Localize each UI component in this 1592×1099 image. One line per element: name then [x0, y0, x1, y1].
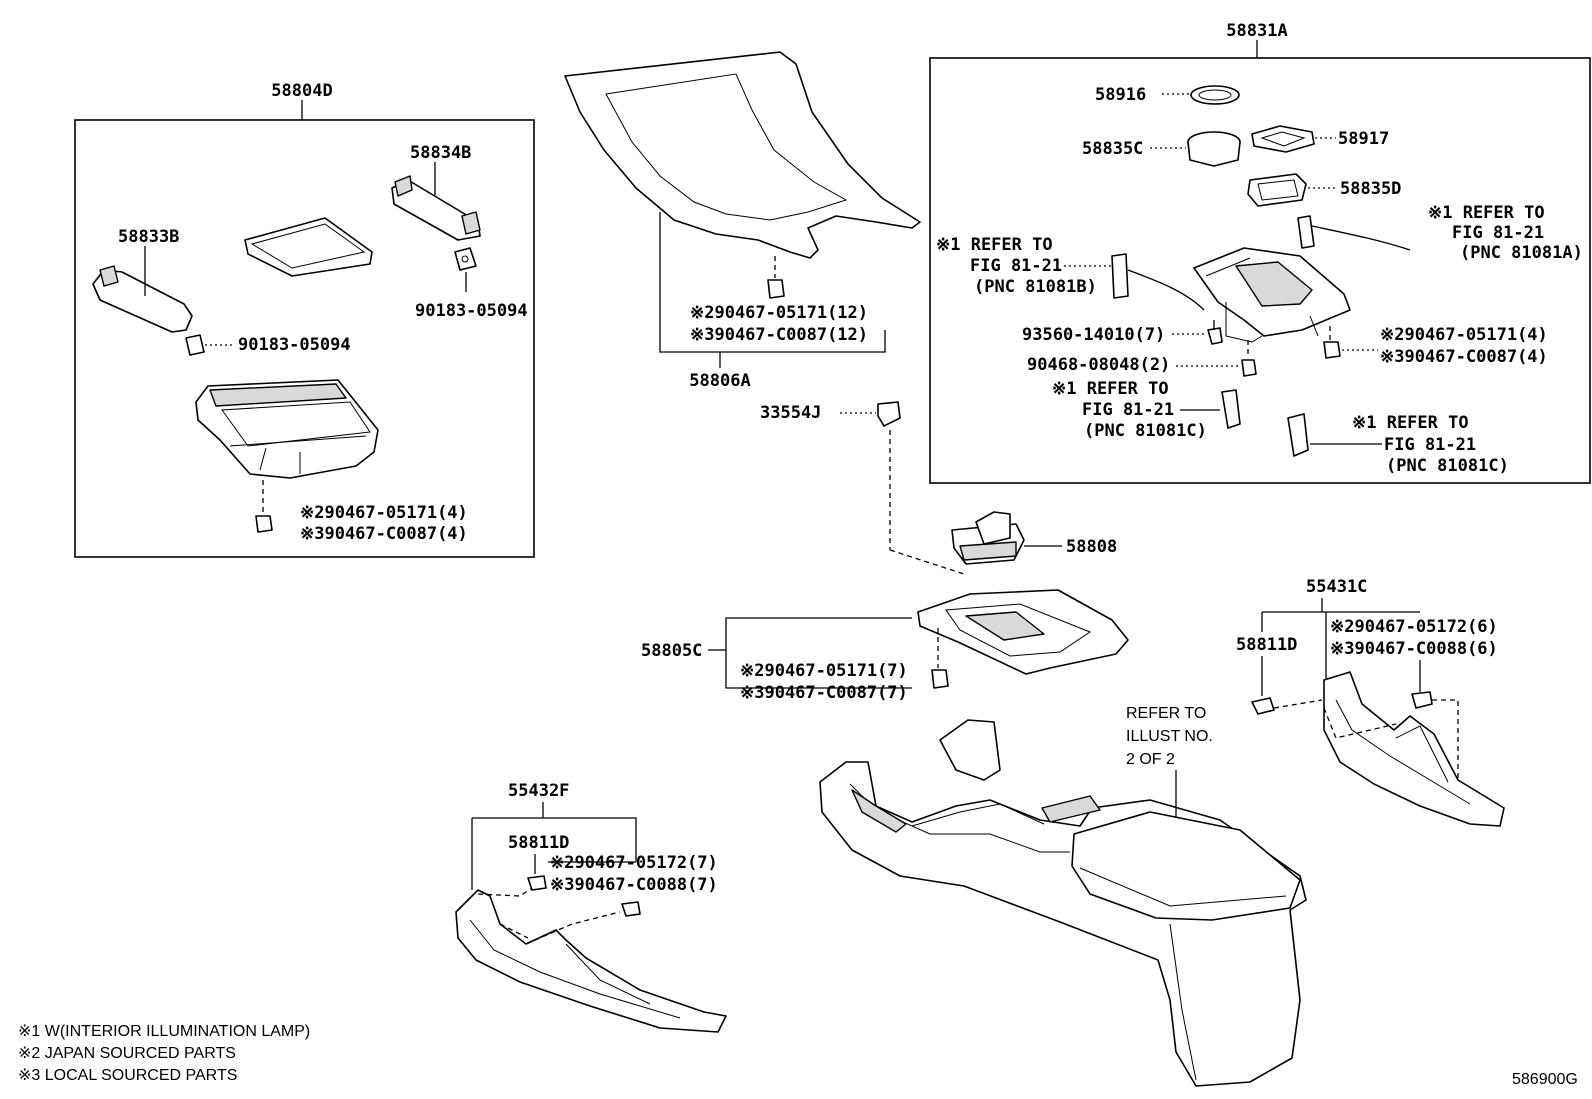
- label-58917[interactable]: 58917: [1338, 129, 1389, 149]
- part-55431C-side-trim[interactable]: [1323, 671, 1505, 827]
- label-ref-c-2[interactable]: FIG 81-21: [1082, 400, 1174, 420]
- label-ref-d-3[interactable]: (PNC 81081C): [1386, 456, 1509, 476]
- label-55432F[interactable]: 55432F: [508, 781, 569, 801]
- label-58916[interactable]: 58916: [1095, 85, 1146, 105]
- label-58835D[interactable]: 58835D: [1340, 179, 1401, 199]
- label-right-clip-b[interactable]: ※390467-C0088(6): [1330, 639, 1498, 659]
- label-ref-b-3[interactable]: (PNC 81081B): [974, 277, 1097, 297]
- label-right-clip-a[interactable]: ※290467-05172(6): [1330, 617, 1498, 637]
- drawing-number: 586900G: [1512, 1071, 1578, 1088]
- clip-55432F-lower[interactable]: [621, 901, 641, 917]
- clip-58806A[interactable]: [767, 279, 785, 299]
- label-refer-3: 2 OF 2: [1126, 751, 1175, 768]
- part-58916-ring[interactable]: [1190, 85, 1240, 105]
- clip-58805C[interactable]: [931, 669, 949, 689]
- part-55432F-side-trim[interactable]: [455, 889, 727, 1033]
- assembly-58831A: 58831A 58916 58917 58835C 58835D: [929, 21, 1591, 484]
- label-58835C[interactable]: 58835C: [1082, 139, 1143, 159]
- label-left-clip-a[interactable]: ※290467-05172(7): [550, 853, 718, 873]
- label-58811D-right[interactable]: 58811D: [1236, 635, 1297, 655]
- part-58805C-frame[interactable]: [917, 589, 1129, 675]
- part-58808-boot[interactable]: [951, 511, 1025, 565]
- label-90468[interactable]: 90468-08048(2): [1027, 355, 1170, 375]
- label-ref-a-1[interactable]: ※1 REFER TO: [1428, 203, 1545, 223]
- part-tray-lid[interactable]: [244, 217, 373, 277]
- legend-2: ※2 JAPAN SOURCED PARTS: [18, 1045, 236, 1062]
- label-58811D-left[interactable]: 58811D: [508, 833, 569, 853]
- label-58834B[interactable]: 58834B: [410, 143, 471, 163]
- label-box2-clip-a[interactable]: ※290467-05171(4): [1380, 325, 1548, 345]
- part-console-body[interactable]: [819, 719, 1307, 1087]
- label-mid-clip-b[interactable]: ※390467-C0087(7): [740, 683, 908, 703]
- assembly-33554J: 33554J: [760, 401, 965, 575]
- label-box1-clip-b[interactable]: ※390467-C0087(4): [300, 524, 468, 544]
- label-58831A[interactable]: 58831A: [1226, 21, 1287, 41]
- label-55431C[interactable]: 55431C: [1306, 577, 1367, 597]
- part-58833B[interactable]: [92, 265, 193, 333]
- part-90183-upper[interactable]: [454, 247, 477, 271]
- label-box2-clip-b[interactable]: ※390467-C0087(4): [1380, 347, 1548, 367]
- part-33554J[interactable]: [877, 401, 901, 427]
- label-refer-2: ILLUST NO.: [1126, 728, 1213, 745]
- part-93560-screw[interactable]: [1207, 320, 1223, 345]
- legend-3: ※3 LOCAL SOURCED PARTS: [18, 1067, 237, 1084]
- label-58806A[interactable]: 58806A: [689, 371, 750, 391]
- clip-box2[interactable]: [1323, 341, 1341, 359]
- part-console-box-housing[interactable]: [195, 379, 379, 479]
- assembly-55432F: 55432F 58811D ※290467-05172(7) ※390467-C…: [455, 781, 727, 1033]
- label-ref-d-2[interactable]: FIG 81-21: [1384, 435, 1476, 455]
- assembly-console-body: REFER TO ILLUST NO. 2 OF 2: [819, 705, 1307, 1087]
- part-shift-bezel-body[interactable]: [1193, 247, 1351, 343]
- label-mid-clip-a[interactable]: ※290467-05171(7): [740, 661, 908, 681]
- legend: ※1 W(INTERIOR ILLUMINATION LAMP) ※2 JAPA…: [18, 1023, 310, 1084]
- label-ref-b-1[interactable]: ※1 REFER TO: [936, 235, 1053, 255]
- label-box1-clip-a[interactable]: ※290467-05171(4): [300, 503, 468, 523]
- part-lamp-81081C-left[interactable]: [1221, 389, 1241, 429]
- label-33554J[interactable]: 33554J: [760, 403, 821, 423]
- label-58808[interactable]: 58808: [1066, 537, 1117, 557]
- label-ref-b-2[interactable]: FIG 81-21: [970, 256, 1062, 276]
- part-90468-clip[interactable]: [1241, 359, 1257, 377]
- clip-55431C-right[interactable]: [1411, 691, 1433, 709]
- clip-55431C-left[interactable]: [1251, 697, 1275, 715]
- label-93560[interactable]: 93560-14010(7): [1022, 325, 1165, 345]
- assembly-55431C: 55431C 58811D ※290467-05172(6) ※390467-C…: [1236, 577, 1505, 827]
- part-lamp-81081A[interactable]: [1297, 215, 1411, 251]
- label-ref-c-1[interactable]: ※1 REFER TO: [1052, 379, 1169, 399]
- legend-1: ※1 W(INTERIOR ILLUMINATION LAMP): [18, 1023, 310, 1040]
- label-58833B[interactable]: 58833B: [118, 227, 179, 247]
- label-left-clip-b[interactable]: ※390467-C0088(7): [550, 875, 718, 895]
- part-58917-gasket[interactable]: [1251, 125, 1315, 153]
- label-top-clip-b[interactable]: ※390467-C0087(12): [690, 325, 868, 345]
- assembly-58804D: 58804D 58834B 90183-05094 58833B: [74, 81, 535, 558]
- part-58806A-panel[interactable]: [564, 51, 921, 259]
- label-58805C[interactable]: 58805C: [641, 641, 702, 661]
- label-ref-a-3[interactable]: (PNC 81081A): [1460, 243, 1583, 263]
- part-90183-lower[interactable]: [185, 334, 205, 356]
- label-ref-a-2[interactable]: FIG 81-21: [1452, 223, 1544, 243]
- assembly-58805C: 58805C ※290467-05171(7) ※390467-C0087(7): [641, 589, 1129, 703]
- label-refer-1: REFER TO: [1126, 705, 1206, 722]
- assembly-58806A: ※290467-05171(12) ※390467-C0087(12) 5880…: [564, 51, 921, 391]
- clip-box1[interactable]: [255, 515, 273, 533]
- label-ref-d-1[interactable]: ※1 REFER TO: [1352, 413, 1469, 433]
- label-90183-lower[interactable]: 90183-05094: [238, 335, 351, 355]
- part-58835C-cap[interactable]: [1187, 131, 1241, 167]
- clip-55432F-upper[interactable]: [527, 875, 547, 891]
- assembly-58808: 58808: [951, 511, 1117, 565]
- box-58804D-frame: [74, 119, 535, 558]
- box-58831A-frame: [929, 57, 1591, 484]
- label-ref-c-3[interactable]: (PNC 81081C): [1084, 421, 1207, 441]
- label-90183-upper[interactable]: 90183-05094: [415, 301, 528, 321]
- label-58804D[interactable]: 58804D: [271, 81, 332, 101]
- part-lamp-81081C-right[interactable]: [1287, 413, 1309, 457]
- part-58834B[interactable]: [391, 175, 481, 241]
- part-58835D-bezel[interactable]: [1247, 173, 1307, 207]
- part-lamp-81081B[interactable]: [1111, 253, 1205, 311]
- label-top-clip-a[interactable]: ※290467-05171(12): [690, 303, 868, 323]
